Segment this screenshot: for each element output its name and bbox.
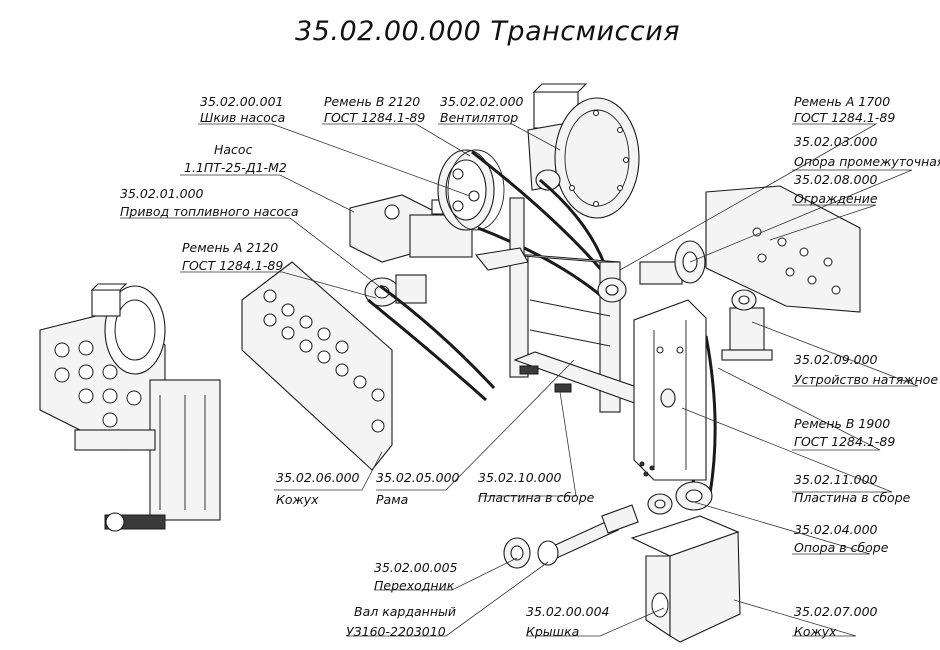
- callout-code-shkiv: 35.02.00.001: [200, 94, 284, 109]
- callout-code-kozhukh-06: 35.02.06.000: [276, 470, 360, 485]
- callout-name-ograzhdenie: Ограждение: [794, 191, 878, 206]
- callout-code-kryshka: 35.02.00.004: [526, 604, 610, 619]
- callout-code-remen-v-1900: Ремень В 1900: [794, 416, 891, 431]
- callout-code-val: Вал карданный: [354, 604, 456, 619]
- callout-code-opora-promezh: 35.02.03.000: [794, 134, 878, 149]
- callout-name-privod: Привод топливного насоса: [120, 204, 299, 219]
- callout-name-opora-promezh: Опора промежуточная: [794, 154, 940, 169]
- pump-pulley: [437, 149, 505, 231]
- intermediate-support: [639, 240, 706, 285]
- callout-name-opora-sbor: Опора в сборе: [794, 540, 889, 555]
- callout-code-remen-a-2120: Ремень А 2120: [182, 240, 279, 255]
- assembled-view: [39, 283, 221, 532]
- callout-name-kryshka: Крышка: [526, 624, 580, 639]
- callout-name-remen-a-2120: ГОСТ 1284.1-89: [182, 258, 284, 273]
- callout-code-nasos: Насос: [214, 142, 253, 157]
- drawing-title: 35.02.00.000 Трансмиссия: [295, 16, 681, 47]
- callout-name-remen-v-1900: ГОСТ 1284.1-89: [794, 434, 896, 449]
- callout-code-plastina-10: 35.02.10.000: [478, 470, 562, 485]
- plastina-11-plate: [633, 299, 707, 481]
- callout-code-remen-a-1700: Ремень А 1700: [794, 94, 891, 109]
- callout-code-ustroystvo: 35.02.09.000: [794, 352, 878, 367]
- callout-name-plastina-11: Пластина в сборе: [794, 490, 911, 505]
- callout-name-kozhukh-06: Кожух: [276, 492, 319, 507]
- ograzhdenie-panel: [705, 185, 861, 313]
- callout-name-shkiv: Шкив насоса: [200, 110, 286, 125]
- tension-device: [721, 289, 773, 361]
- frame: [474, 197, 662, 413]
- leader-lines: [120, 123, 919, 637]
- ventilator: [527, 83, 640, 219]
- callout-code-remen-v-2120: Ремень В 2120: [324, 94, 421, 109]
- callout-name-ventilyator: Вентилятор: [440, 110, 519, 125]
- callout-name-perekhodnik: Переходник: [374, 578, 455, 593]
- callout-name-ustroystvo: Устройство натяжное: [794, 372, 939, 387]
- callout-name-remen-a-1700: ГОСТ 1284.1-89: [794, 110, 896, 125]
- callout-code-opora-sbor: 35.02.04.000: [794, 522, 878, 537]
- callout-code-ventilyator: 35.02.02.000: [440, 94, 524, 109]
- kozhukh-06-panel: [241, 261, 393, 471]
- kozhukh-07-cover: [630, 515, 741, 643]
- callout-code-kozhukh-07: 35.02.07.000: [794, 604, 878, 619]
- callout-code-ograzhdenie: 35.02.08.000: [794, 172, 878, 187]
- callout-name-plastina-10: Пластина в сборе: [478, 490, 595, 505]
- opora-v-sbore: [639, 461, 713, 515]
- callout-code-plastina-11: 35.02.11.000: [794, 472, 878, 487]
- callout-name-nasos: 1.1ПТ-25-Д1-М2: [184, 160, 287, 175]
- callout-name-rama: Рама: [376, 492, 409, 507]
- callout-code-rama: 35.02.05.000: [376, 470, 460, 485]
- callout-name-remen-v-2120: ГОСТ 1284.1-89: [324, 110, 426, 125]
- pump-assembly: [349, 194, 473, 307]
- callout-name-kozhukh-07: Кожух: [794, 624, 837, 639]
- callout-code-privod: 35.02.01.000: [120, 186, 204, 201]
- cardan-shaft: [503, 504, 639, 569]
- callout-code-perekhodnik: 35.02.00.005: [374, 560, 458, 575]
- callout-name-val: УЗ160-2203010: [346, 624, 446, 639]
